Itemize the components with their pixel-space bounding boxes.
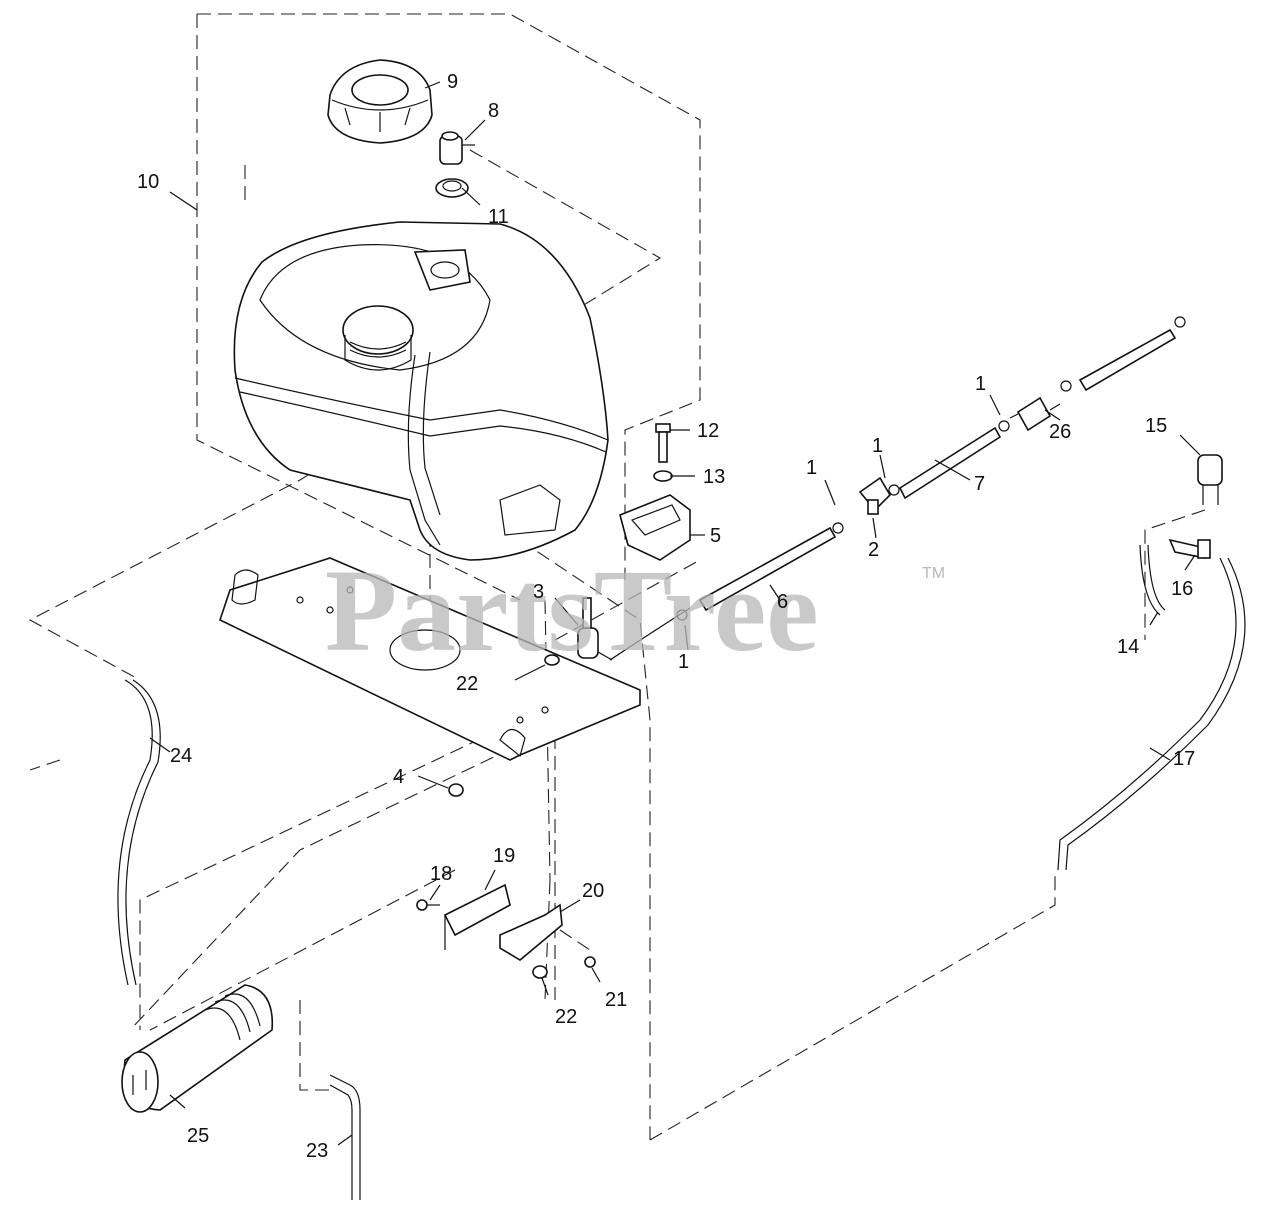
callout-4: 4: [393, 766, 404, 788]
assembly-lines: [28, 13, 1206, 1141]
callout-15: 15: [1145, 415, 1167, 437]
callout-10: 10: [137, 171, 159, 193]
washer: [653, 470, 673, 482]
callout-13: 13: [703, 466, 725, 488]
callout-17: 17: [1173, 748, 1195, 770]
callout-2: 2: [868, 539, 879, 561]
hose-clamps: [676, 316, 1186, 621]
callout-24: 24: [170, 745, 192, 767]
canister-bracket: [443, 883, 511, 950]
vent-fitting: [439, 131, 475, 165]
tank-grommet: [435, 178, 469, 198]
callout-21: 21: [605, 989, 627, 1011]
fuel-filter: [1009, 396, 1061, 432]
fuel-tank: [233, 221, 609, 561]
watermark-trademark: TM: [922, 565, 945, 582]
callout-22-upper: 22: [456, 673, 478, 695]
callout-1-a: 1: [678, 651, 689, 673]
fuel-cap: [327, 59, 433, 144]
vent-hose-long: [1057, 557, 1246, 871]
callout-8: 8: [488, 100, 499, 122]
nut-upper: [544, 654, 560, 666]
canister-hose: [117, 679, 161, 986]
callout-7: 7: [974, 473, 985, 495]
tank-bracket: [619, 494, 691, 561]
callout-19: 19: [493, 845, 515, 867]
callout-20: 20: [582, 880, 604, 902]
bracket-screw-lower: [584, 956, 596, 968]
callout-12: 12: [697, 420, 719, 442]
vent-tube: [329, 1074, 361, 1200]
callout-6: 6: [777, 591, 788, 613]
callout-1-c: 1: [872, 435, 883, 457]
callout-1-d: 1: [975, 373, 986, 395]
fuel-hoses: [609, 328, 1177, 661]
callout-5: 5: [710, 525, 721, 547]
callout-3: 3: [533, 581, 544, 603]
bolt: [655, 423, 671, 463]
callout-16: 16: [1171, 578, 1193, 600]
callout-11: 11: [488, 206, 509, 228]
charcoal-canister: [121, 984, 274, 1113]
fuel-outlet: [577, 597, 613, 661]
callout-9: 9: [447, 71, 458, 93]
bracket-screw: [416, 899, 440, 911]
callout-labels: 9 8 10 11 12 13 5 6 7 26 1 1 1 2 1 3 22 …: [137, 71, 1195, 1162]
vent-hose-short: [1139, 544, 1166, 616]
watermark: PartsTree: [325, 545, 819, 676]
callout-1-b: 1: [806, 457, 817, 479]
callout-23: 23: [306, 1140, 328, 1162]
callout-18: 18: [430, 863, 452, 885]
callout-26: 26: [1049, 421, 1071, 443]
callout-25: 25: [187, 1125, 209, 1147]
plate-nut: [448, 783, 464, 797]
vent-valve: [1197, 454, 1223, 505]
callout-14: 14: [1117, 636, 1139, 658]
shutoff-valve: [858, 476, 892, 515]
tank-mount-plate: [219, 557, 641, 761]
vent-tee: [1168, 538, 1211, 559]
bracket-nut: [532, 965, 548, 979]
leader-lines: [149, 81, 1201, 1146]
callout-22-lower: 22: [555, 1006, 577, 1028]
mounting-bracket: [499, 903, 563, 961]
